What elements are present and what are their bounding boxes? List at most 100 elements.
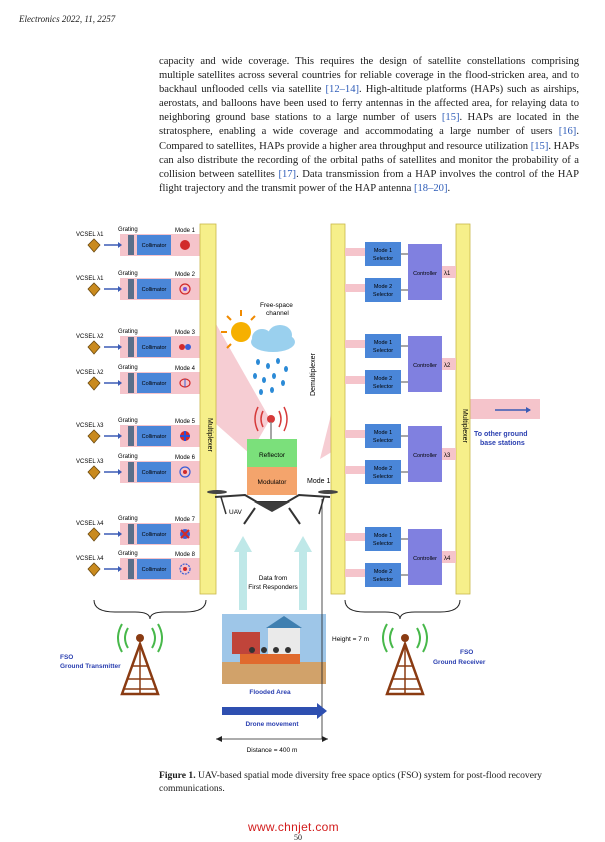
- multiplexer-bar: [199, 223, 217, 595]
- citation-link[interactable]: [18–20]: [413, 182, 448, 194]
- grating-element: [128, 373, 134, 393]
- grating-label: Grating: [118, 365, 138, 371]
- collimator-box: [137, 426, 171, 446]
- wavelength-label: λ1: [444, 271, 451, 277]
- distance-label: Distance = 400 m: [247, 747, 298, 754]
- selector-label: Mode 2: [374, 466, 392, 472]
- tx-tower-icon: [117, 623, 163, 696]
- collimator-label: Collimator: [142, 470, 167, 476]
- collimator-box: [137, 279, 171, 299]
- citation-link[interactable]: [12–14]: [325, 84, 360, 96]
- mode-label: Mode 3: [175, 330, 196, 336]
- uav-antenna-icon: [254, 406, 288, 439]
- fso-tx-line2: Ground Transmitter: [60, 663, 121, 670]
- controller-box: [408, 336, 442, 392]
- mode-label: Mode 4: [175, 366, 196, 372]
- collimator-label: Collimator: [142, 567, 167, 573]
- body-paragraph: capacity and wide coverage. This require…: [159, 55, 579, 196]
- rx-tower-icon: [382, 623, 428, 696]
- fso-tx-line1: FSO: [60, 654, 73, 661]
- sun-icon: [221, 310, 256, 349]
- para-text: . HAPs are located in the stratosphere, …: [159, 112, 579, 138]
- data-from-line2: First Responders: [248, 584, 298, 591]
- mode-selector-box: [365, 460, 401, 484]
- selector-label: Selector: [373, 474, 393, 480]
- citation-link[interactable]: [15]: [441, 112, 460, 124]
- grating-label: Grating: [118, 227, 138, 233]
- caption-text: UAV-based spatial mode diversity free sp…: [159, 770, 542, 794]
- tx-brace: [93, 599, 207, 620]
- selector-label: Mode 2: [374, 376, 392, 382]
- selector-label: Selector: [373, 256, 393, 262]
- data-uplink-arrows: [234, 536, 312, 610]
- mode-pattern-icon: [179, 344, 191, 350]
- mode-label: Mode 8: [175, 552, 196, 558]
- para-text: .: [447, 182, 451, 194]
- vcsel-laser-icon: [87, 429, 101, 444]
- selector-label: Selector: [373, 541, 393, 547]
- collimator-box: [137, 462, 171, 482]
- grating-label: Grating: [118, 418, 138, 424]
- collimator-box: [137, 373, 171, 393]
- citation-link[interactable]: [17]: [278, 168, 297, 180]
- citation-link[interactable]: [16]: [558, 126, 577, 138]
- vcsel-label: VCSEL λ2: [76, 334, 104, 340]
- citation-link[interactable]: [15]: [530, 140, 549, 152]
- collimator-label: Collimator: [142, 381, 167, 387]
- grating-label: Grating: [118, 551, 138, 557]
- grating-element: [128, 279, 134, 299]
- vcsel-label: VCSEL λ3: [76, 459, 104, 465]
- vcsel-label: VCSEL λ2: [76, 370, 104, 376]
- selector-label: Selector: [373, 577, 393, 583]
- vcsel-laser-icon: [87, 562, 101, 577]
- wavelength-label: λ3: [444, 453, 451, 459]
- mode-pattern-icon: [179, 563, 191, 575]
- selector-label: Selector: [373, 438, 393, 444]
- multiplexer-label: Multiplexer: [206, 418, 213, 453]
- vcsel-label: VCSEL λ4: [76, 556, 104, 562]
- other-stations-line1: To other ground: [474, 431, 528, 438]
- mode-label: Mode 1: [175, 228, 196, 234]
- grating-element: [128, 337, 134, 357]
- mode-pattern-icon: [179, 283, 191, 295]
- mode-pattern-icon: [179, 378, 191, 388]
- modulator-box: [247, 467, 297, 495]
- rx-brace: [344, 599, 461, 620]
- vcsel-laser-icon: [87, 465, 101, 480]
- page-number: 50: [294, 833, 302, 842]
- demultiplexer-label: Demultiplexer: [310, 353, 317, 396]
- vcsel-laser-icon: [87, 340, 101, 355]
- beam-out: [470, 399, 540, 419]
- beam-tx: [216, 324, 270, 454]
- mode1-output-label: Mode 1: [307, 478, 330, 485]
- fso-rx-line1: FSO: [460, 649, 473, 656]
- controller-box: [408, 529, 442, 585]
- grating-element: [128, 524, 134, 544]
- drone-movement-arrow: [222, 707, 317, 715]
- rx-multiplexer-bar: [455, 223, 471, 595]
- vcsel-laser-icon: [87, 238, 101, 253]
- uav-label: UAV: [229, 509, 243, 516]
- tx-row: VCSEL λ4 Grating Mode 8 Collimator: [76, 551, 200, 580]
- collimator-label: Collimator: [142, 345, 167, 351]
- mode-label: Mode 6: [175, 455, 196, 461]
- grating-label: Grating: [118, 454, 138, 460]
- reflector-label: Reflector: [259, 452, 286, 459]
- flooded-area-image: [222, 614, 326, 684]
- vcsel-laser-icon: [87, 527, 101, 542]
- mode-selector-box: [365, 242, 401, 266]
- demultiplexer-bar: [330, 223, 346, 595]
- controller-label: Controller: [413, 453, 437, 459]
- raindrops-icon: [253, 358, 288, 395]
- mode-label: Mode 2: [175, 272, 196, 278]
